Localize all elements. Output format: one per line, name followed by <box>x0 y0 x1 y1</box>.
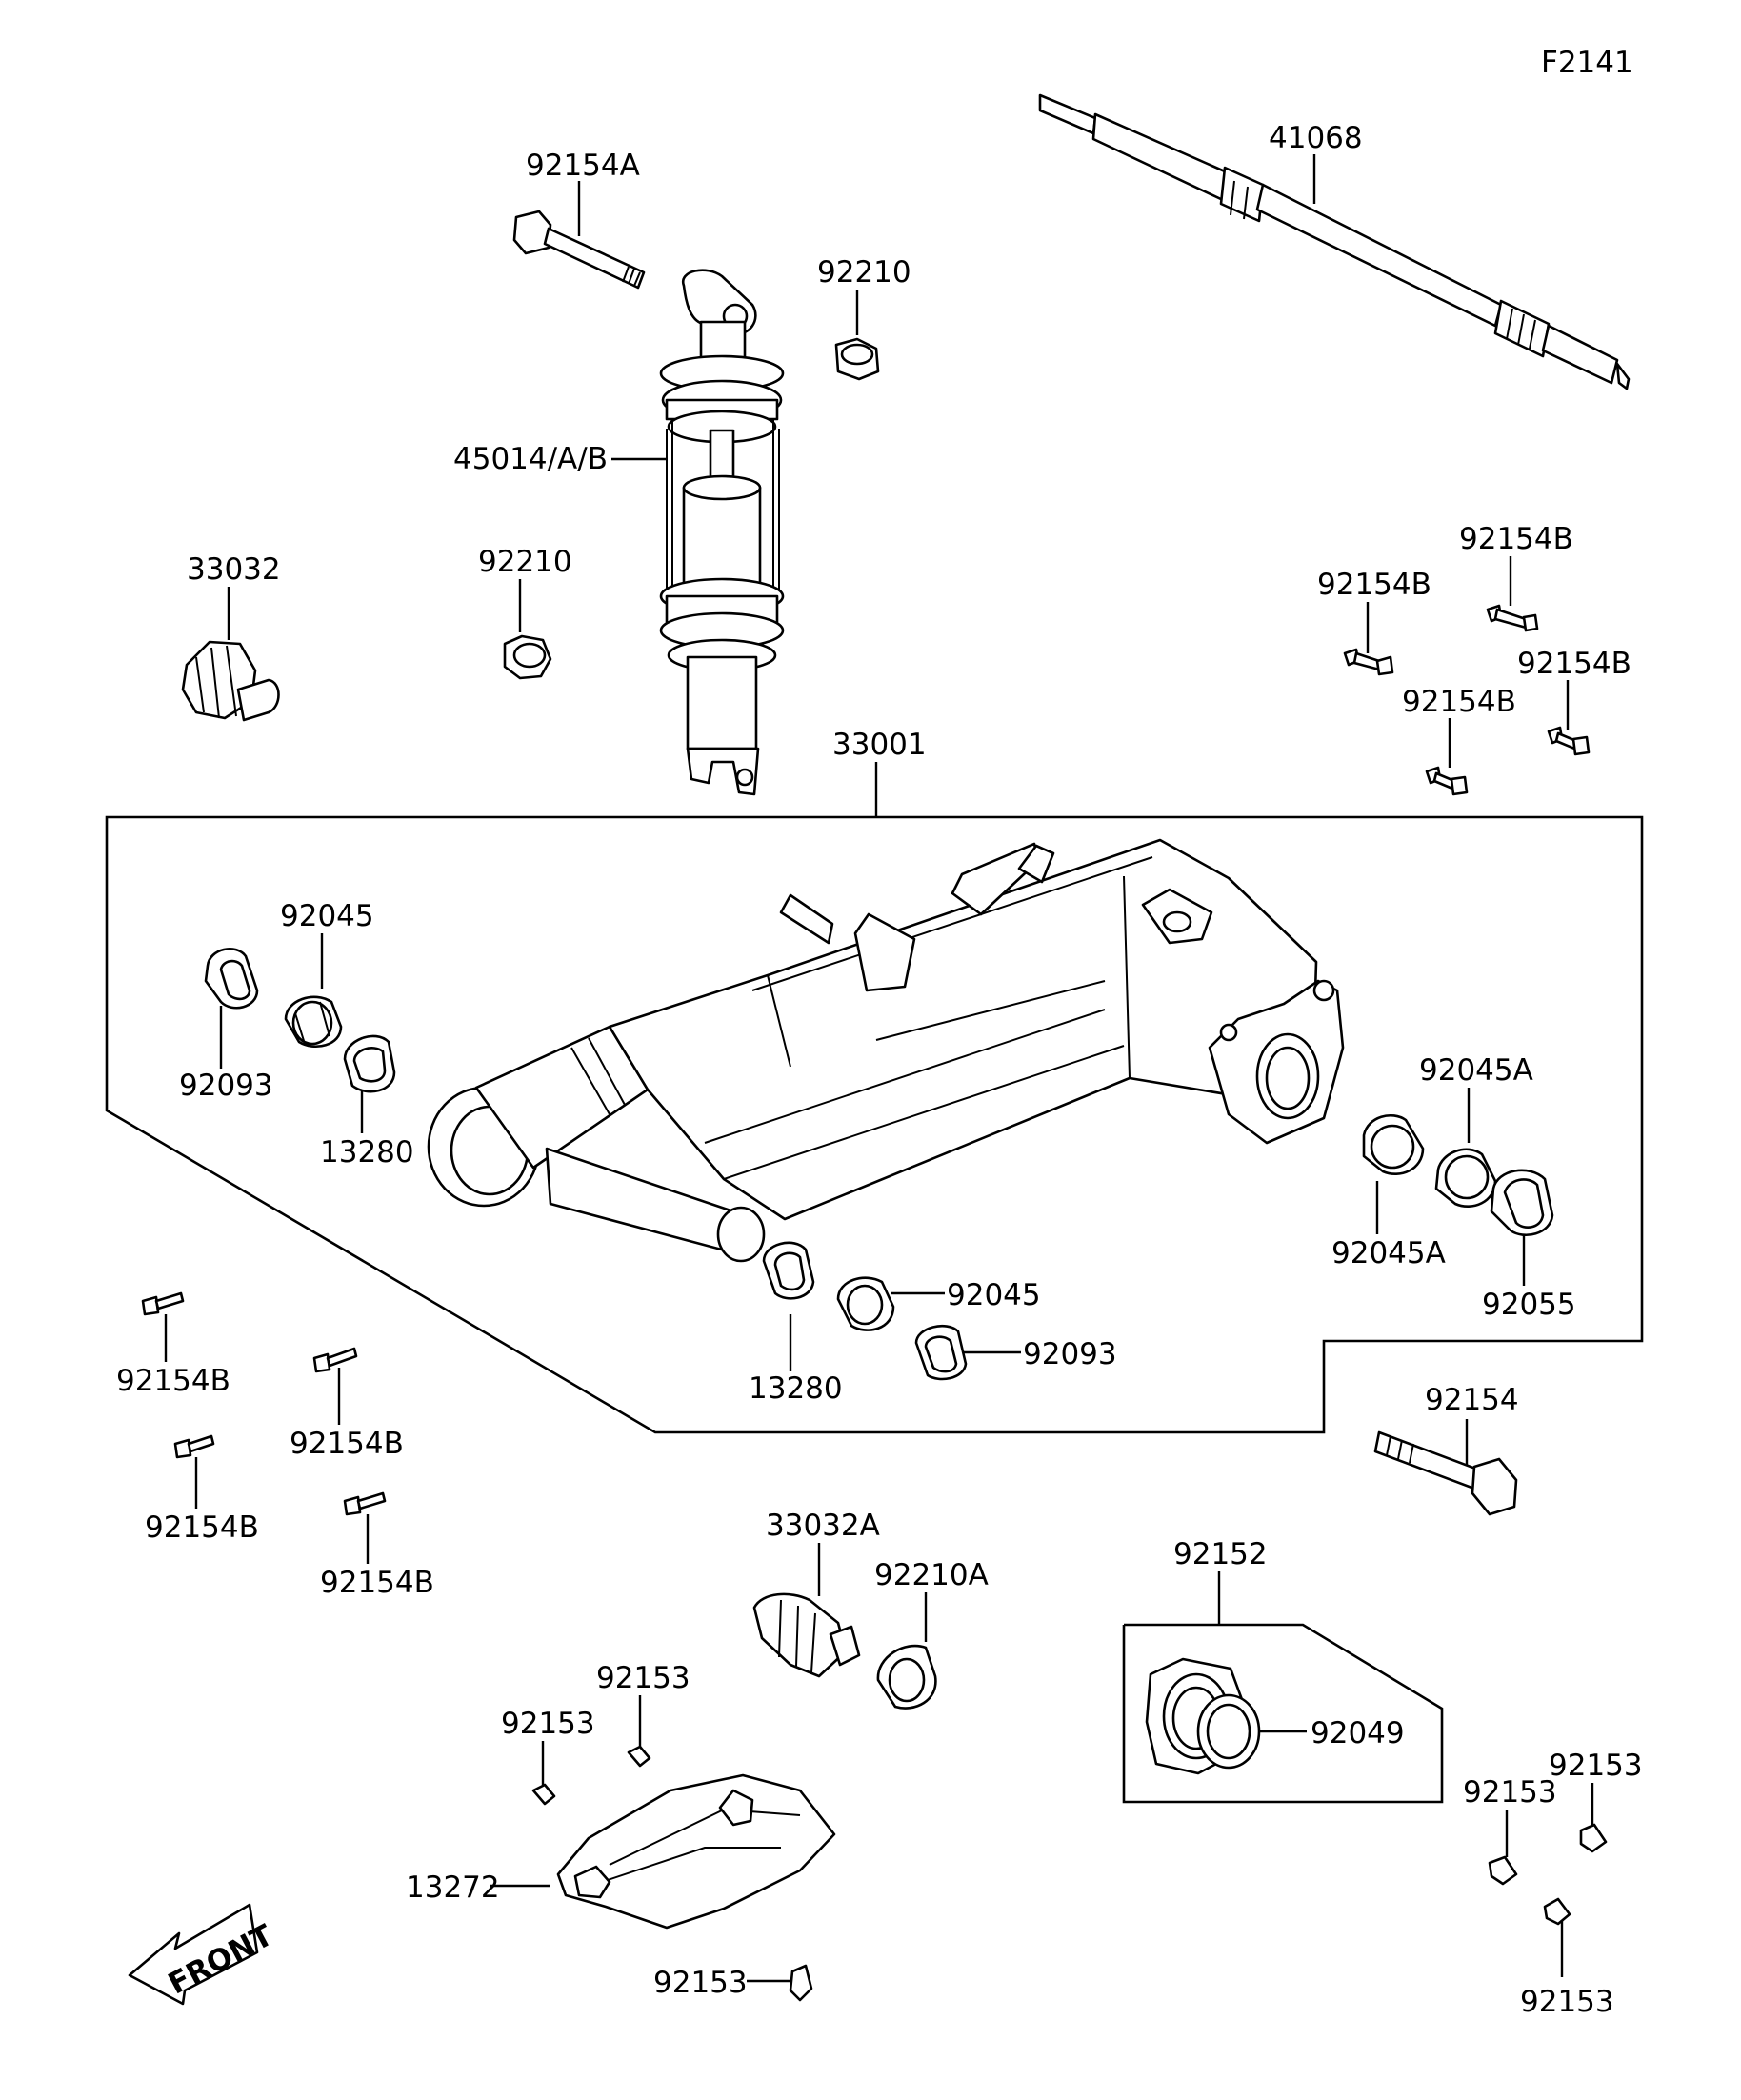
shock-absorber[interactable] <box>659 269 785 796</box>
bolt-92154b-left-4[interactable] <box>343 1491 387 1516</box>
label-92045-left[interactable]: 92045 <box>280 899 374 933</box>
label-13280-center[interactable]: 13280 <box>749 1371 843 1406</box>
label-92210-top[interactable]: 92210 <box>817 255 911 290</box>
label-92045a-bottom[interactable]: 92045A <box>1331 1236 1446 1270</box>
label-92154b-l4[interactable]: 92154B <box>320 1566 434 1600</box>
figure-code: F2141 <box>1541 46 1633 80</box>
label-92210a[interactable]: 92210A <box>874 1558 989 1592</box>
chain-guard-13272[interactable] <box>556 1773 836 1930</box>
screw-92153-a[interactable] <box>627 1745 651 1768</box>
bolt-92154b-right-1[interactable] <box>1486 604 1539 632</box>
label-13272[interactable]: 13272 <box>406 1870 500 1905</box>
label-92093-left[interactable]: 92093 <box>179 1069 273 1103</box>
label-92153-c[interactable]: 92153 <box>653 1966 748 2000</box>
nut-92210-mid[interactable] <box>503 634 552 680</box>
label-92152[interactable]: 92152 <box>1173 1537 1268 1571</box>
bolt-92154b-left-3[interactable] <box>173 1434 215 1459</box>
label-33001[interactable]: 33001 <box>832 728 927 762</box>
pivot-shaft-33032a[interactable] <box>752 1592 861 1678</box>
screw-92153-f[interactable] <box>1543 1897 1571 1926</box>
label-41068[interactable]: 41068 <box>1269 121 1363 155</box>
label-92154b-r4[interactable]: 92154B <box>1402 685 1516 719</box>
label-13280-left[interactable]: 13280 <box>320 1135 414 1170</box>
label-92049[interactable]: 92049 <box>1311 1716 1405 1750</box>
seal-92055[interactable] <box>1490 1169 1554 1237</box>
bolt-92154b-right-2[interactable] <box>1343 648 1394 676</box>
leader-lines <box>164 154 1594 1983</box>
bolt-92154b-left-1[interactable] <box>141 1291 185 1316</box>
label-92154b-r2[interactable]: 92154B <box>1317 568 1431 602</box>
label-92154b-r1[interactable]: 92154B <box>1459 522 1573 556</box>
bearing-92045-center[interactable] <box>836 1276 895 1331</box>
label-92093-center[interactable]: 92093 <box>1023 1337 1117 1371</box>
ring-13280-center[interactable] <box>762 1241 815 1300</box>
pivot-shaft-33032[interactable] <box>181 640 280 722</box>
label-92153-a[interactable]: 92153 <box>596 1661 690 1695</box>
ring-13280-left[interactable] <box>343 1034 396 1093</box>
label-92154b-l1[interactable]: 92154B <box>116 1364 230 1398</box>
oil-seal-92093-left[interactable] <box>204 947 259 1010</box>
label-92154b-l3[interactable]: 92154B <box>145 1510 259 1545</box>
label-92153-d[interactable]: 92153 <box>1463 1775 1557 1810</box>
label-92153-e[interactable]: 92153 <box>1549 1749 1643 1783</box>
label-92055[interactable]: 92055 <box>1482 1288 1576 1322</box>
front-direction-arrow: FRONT <box>128 1903 278 2006</box>
screw-92153-e[interactable] <box>1579 1823 1608 1853</box>
label-92153-f[interactable]: 92153 <box>1520 1985 1614 2019</box>
bearing-holder-frame <box>1122 1623 1444 1804</box>
screw-92153-b[interactable] <box>531 1783 556 1806</box>
label-92153-b[interactable]: 92153 <box>501 1707 595 1741</box>
screw-92153-c[interactable] <box>789 1964 813 2002</box>
bolt-92154[interactable] <box>1373 1430 1518 1516</box>
oil-seal-92093-center[interactable] <box>914 1324 968 1381</box>
bolt-92154b-right-4[interactable] <box>1425 766 1469 796</box>
label-92154b-l2[interactable]: 92154B <box>290 1427 404 1461</box>
label-92045a-top[interactable]: 92045A <box>1419 1053 1533 1088</box>
label-33032[interactable]: 33032 <box>187 552 281 587</box>
drive-shaft[interactable] <box>1038 93 1631 390</box>
bolt-92154b-right-3[interactable] <box>1547 726 1591 756</box>
oil-seal-92049[interactable] <box>1196 1693 1261 1770</box>
nut-92210-top[interactable] <box>834 337 880 381</box>
bolt-92154b-left-2[interactable] <box>312 1347 358 1373</box>
label-92154[interactable]: 92154 <box>1425 1383 1519 1417</box>
bearing-92045-left[interactable] <box>284 995 343 1049</box>
bearing-92045a-b[interactable] <box>1434 1148 1497 1209</box>
swingarm-assembly-frame <box>105 815 1644 1434</box>
label-33032a[interactable]: 33032A <box>766 1509 880 1543</box>
locknut-92210a[interactable] <box>876 1644 937 1710</box>
label-92210-mid[interactable]: 92210 <box>478 545 572 579</box>
label-92154a[interactable]: 92154A <box>526 149 640 183</box>
label-92045-center[interactable]: 92045 <box>947 1278 1041 1312</box>
swingarm[interactable] <box>427 838 1345 1263</box>
bolt-92154a[interactable] <box>512 210 646 290</box>
label-92154b-r3[interactable]: 92154B <box>1517 647 1631 681</box>
label-45014[interactable]: 45014/A/B <box>453 442 608 476</box>
bearing-92045a-a[interactable] <box>1362 1113 1425 1176</box>
screw-92153-d[interactable] <box>1488 1855 1518 1886</box>
